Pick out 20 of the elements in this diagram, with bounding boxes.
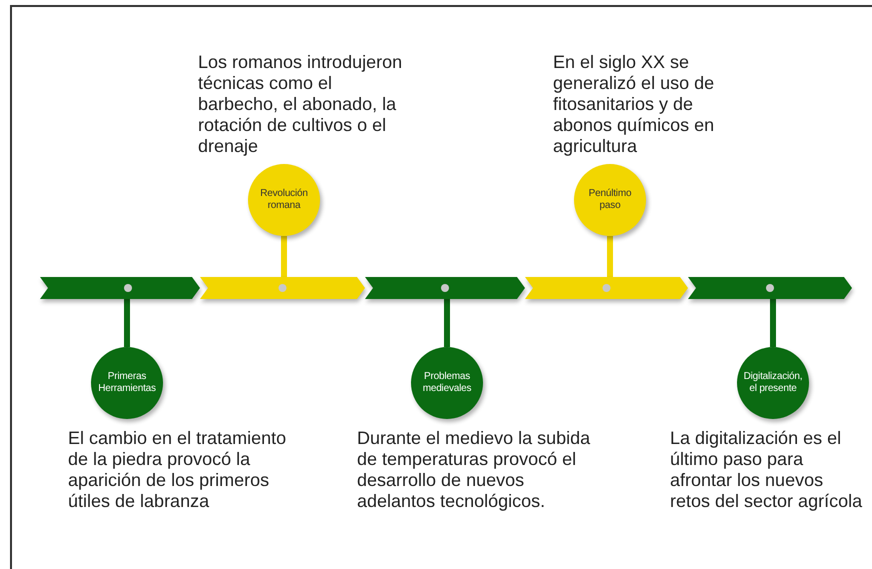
connector-stem (607, 236, 613, 277)
timeline-segment (525, 277, 688, 299)
description-text: La digitalización es el último paso para afrontar los nuevos retos del sector agrícola (670, 428, 864, 512)
milestone-title: Revolución romana (259, 188, 309, 212)
timeline-segment (688, 277, 852, 299)
connector-stem (770, 299, 776, 347)
connector-stem (281, 236, 287, 277)
timeline-segment (200, 277, 365, 299)
description-text: El cambio en el tratamiento de la piedra provocó la aparición de los primeros útiles de labranza (68, 428, 288, 512)
milestone-title: Problemas medievales (422, 371, 472, 395)
milestone-title: Primeras Herramientas (97, 371, 157, 395)
description-text: Los romanos introdujeron técnicas como el barbecho, el abonado, la rotación de cultivos o el drenaje (198, 52, 404, 157)
milestone-title: Digitalización, el presente (742, 371, 804, 395)
milestone-title: Penúltimo paso (588, 188, 632, 212)
timeline-segment (365, 277, 525, 299)
connector-stem (124, 299, 130, 347)
description-text: En el siglo XX se generalizó el uso de fitosanitarios y de abonos químicos en agricultura (553, 52, 716, 157)
description-text: Durante el medievo la subida de temperaturas provocó el desarrollo de nuevos adelantos tecnológicos. (357, 428, 592, 512)
timeline-segment (40, 277, 200, 299)
connector-stem (444, 299, 450, 347)
